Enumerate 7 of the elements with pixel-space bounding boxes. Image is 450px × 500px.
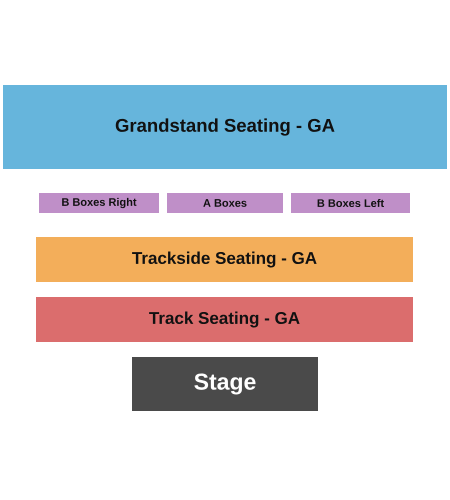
seating-section: B Boxes Right: [39, 193, 159, 213]
seating-section: Track Seating - GA: [36, 297, 413, 342]
seating-section: Trackside Seating - GA: [36, 237, 413, 282]
seating-section: Grandstand Seating - GA: [3, 85, 447, 169]
stage-block: Stage: [132, 357, 318, 411]
seating-section: B Boxes Left: [291, 193, 410, 213]
seating-section: A Boxes: [167, 193, 283, 213]
